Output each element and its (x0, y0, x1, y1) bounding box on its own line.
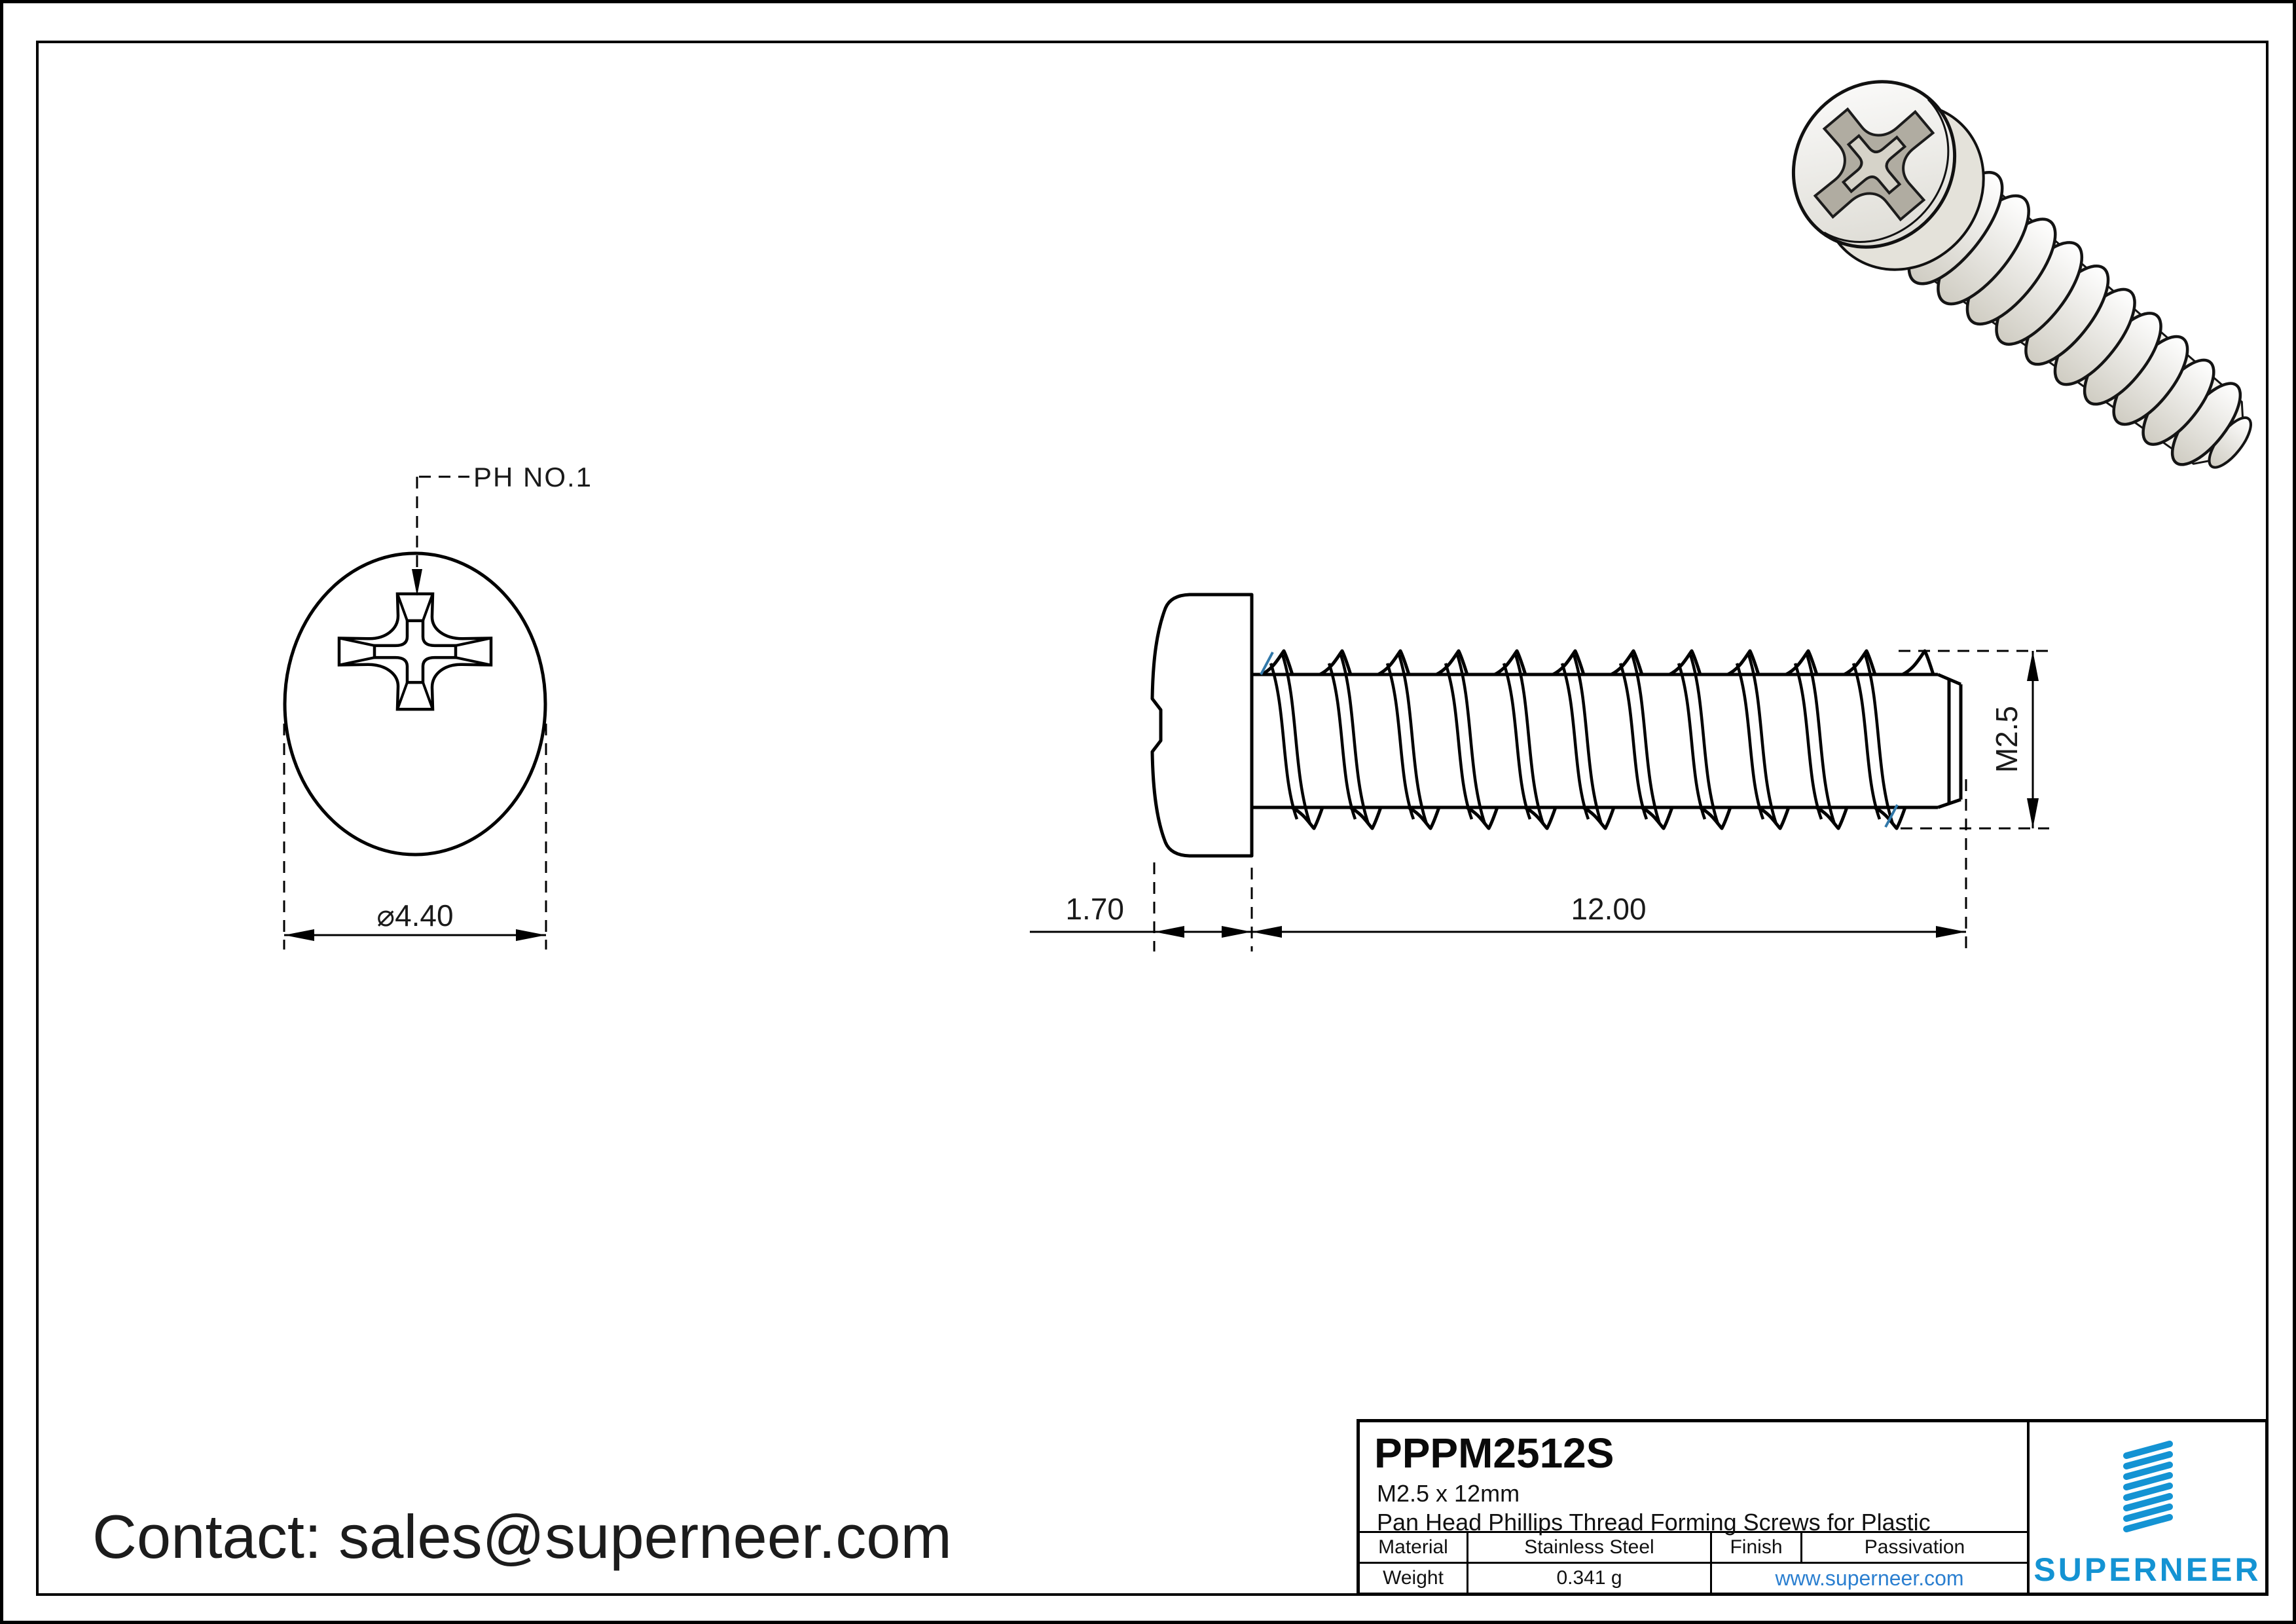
tangent-edge-accents (1260, 652, 1899, 828)
weight-label: Weight (1383, 1567, 1444, 1589)
head-diameter-dimension-label: ⌀4.40 (376, 898, 454, 932)
material-finish-row: Material Stainless Steel Finish Passivat… (1360, 1531, 2027, 1562)
brand-logo-cell: SUPERNEER (2027, 1422, 2265, 1593)
head-height-dimension-label: 1.70 (1065, 892, 1124, 926)
dim-arrow (1154, 926, 1184, 938)
phillips-recess-3d (1786, 77, 1962, 252)
sheet-inner-border (36, 41, 2269, 1596)
thread-size-dimension-label: M2.5 (1990, 705, 2024, 773)
part-size: M2.5 x 12mm (1377, 1480, 1520, 1507)
brand-logo-icon (2123, 1441, 2173, 1532)
side-view-drawing (1030, 593, 2049, 951)
dim-arrow (1936, 926, 1966, 938)
diameter-dimension (283, 724, 547, 950)
part-summary: PPPM2512S M2.5 x 12mm Pan Head Phillips … (1360, 1422, 2027, 1536)
head-outline (283, 551, 547, 857)
phillips-recess (339, 594, 491, 709)
dim-arrow (2027, 798, 2039, 828)
screw-3d-render (1786, 77, 2252, 469)
length-dimensions (1030, 779, 1967, 951)
part-description: Pan Head Phillips Thread Forming Screws … (1377, 1509, 1931, 1536)
thread-size-dimension (1899, 650, 2049, 830)
title-block-info-column: PPPM2512S M2.5 x 12mm Pan Head Phillips … (1360, 1422, 2027, 1593)
dim-arrow (516, 929, 546, 941)
technical-drawing-canvas (283, 77, 2252, 951)
website-link[interactable]: www.superneer.com (1710, 1564, 2027, 1593)
screw-tip (1937, 673, 1963, 809)
material-label: Material (1378, 1536, 1448, 1558)
contact-email-line: Contact: sales@superneer.com (92, 1502, 952, 1571)
part-number: PPPM2512S (1374, 1430, 1614, 1477)
thread-crests-top (1262, 651, 1933, 674)
material-value: Stainless Steel (1467, 1533, 1710, 1562)
top-view-drawing (283, 475, 547, 950)
weight-website-row: Weight 0.341 g www.superneer.com (1360, 1562, 2027, 1593)
dim-arrow (284, 929, 314, 941)
weight-value: 0.341 g (1467, 1564, 1710, 1593)
leader-arrowhead (412, 569, 422, 596)
drive-leader-line (416, 475, 469, 570)
thread-helix-lines (1271, 655, 1893, 824)
finish-value: Passivation (1800, 1533, 2027, 1562)
title-block: PPPM2512S M2.5 x 12mm Pan Head Phillips … (1357, 1419, 2269, 1596)
brand-name: SUPERNEER (2033, 1551, 2261, 1588)
dim-arrow (2027, 651, 2039, 681)
finish-label: Finish (1710, 1533, 1800, 1562)
thread-length-dimension-label: 12.00 (1571, 892, 1647, 926)
drive-size-label: PH NO.1 (473, 462, 593, 492)
head-profile (1150, 593, 1254, 858)
dim-arrow (1252, 926, 1282, 938)
dim-arrow (1222, 926, 1252, 938)
